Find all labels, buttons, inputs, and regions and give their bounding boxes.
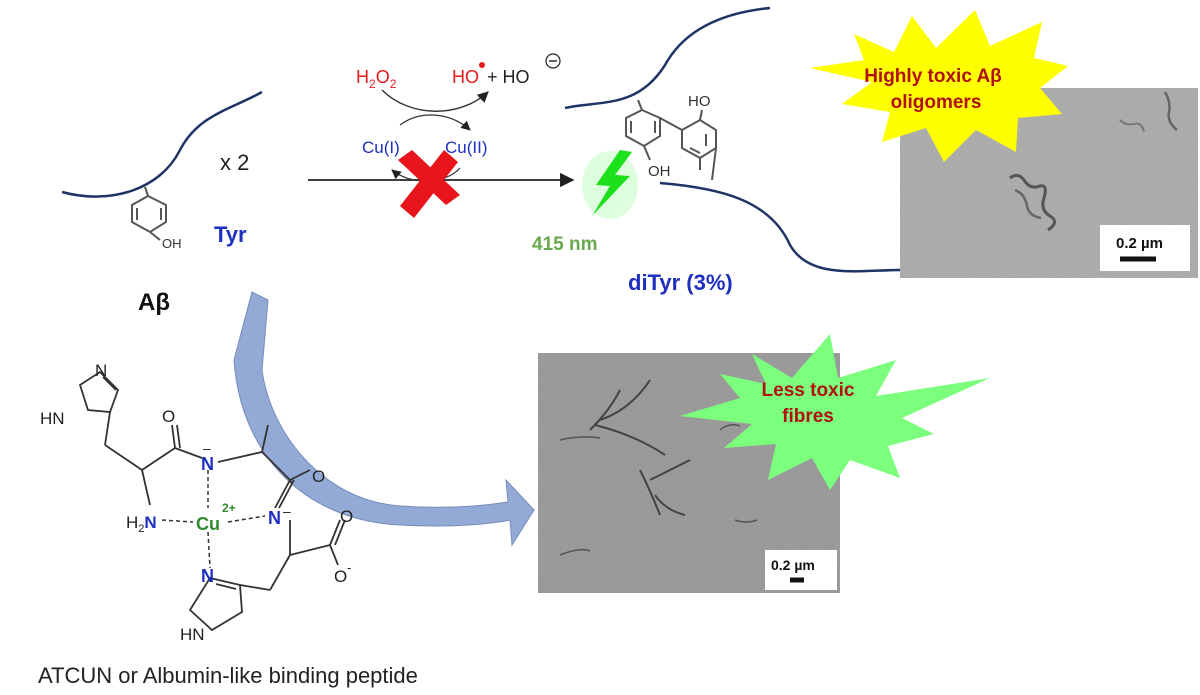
scale-label-1: 0.2 µm (1116, 235, 1163, 252)
peptide-backbone-3 (659, 181, 901, 273)
less-toxic-fibres-burst: Less toxic fibres (680, 334, 990, 490)
dityr-oh-label: OH (648, 163, 671, 180)
tyrosine-ring (131, 186, 167, 241)
complex-n-minus1-charge: – (203, 440, 211, 456)
toxic-oligomers-burst: Highly toxic Aβ oligomers (810, 10, 1068, 162)
wavelength-label: 415 nm (532, 234, 597, 255)
caption: ATCUN or Albumin-like binding peptide (38, 663, 418, 688)
complex-n-minus2: N (268, 508, 281, 528)
complex-hn2: HN (180, 625, 205, 644)
hydroxide-label: + HO (487, 67, 530, 87)
tyr-label: Tyr (214, 222, 247, 247)
curved-blue-arrow (233, 291, 535, 547)
complex-o3: O (340, 507, 353, 526)
abeta-label: Aβ (138, 289, 170, 316)
complex-n-minus1: N (201, 454, 214, 474)
dityr-label: diTyr (3%) (628, 270, 733, 295)
tem-image-oligomers: 0.2 µm (900, 88, 1198, 278)
cu1-label: Cu(I) (362, 138, 400, 157)
cu2-label: Cu(II) (445, 138, 488, 157)
coordination-bonds (161, 470, 266, 569)
complex-hn1: HN (40, 409, 65, 428)
complex-n1: N (95, 361, 107, 380)
fluorescence-lightning-icon (582, 150, 638, 219)
peptide-backbone-1 (61, 90, 263, 198)
radical-dot (479, 62, 485, 68)
complex-cu-charge: 2+ (222, 501, 236, 515)
cycle-arrow-mid (399, 114, 471, 131)
h2o2-label: H2O2 (356, 67, 397, 91)
peptide-backbone-2 (564, 6, 771, 110)
toxic-burst-line1: Highly toxic Aβ (864, 66, 1002, 87)
cycle-arrow-top (381, 89, 489, 112)
complex-n-minus2-charge: – (283, 503, 291, 519)
scale-label-2: 0.2 µm (771, 557, 815, 573)
toxic-burst-line2: oligomers (891, 92, 982, 113)
complex-o1: O (162, 407, 175, 426)
complex-o-minus: O (334, 567, 347, 586)
multiplier-label: x 2 (220, 150, 249, 175)
dityr-ho-label: HO (688, 93, 711, 110)
less-burst-line1: Less toxic (762, 380, 855, 401)
blocked-cross-icon (398, 150, 460, 218)
hydroxyl-radical-label: HO (452, 67, 479, 87)
tyr-oh-label: OH (162, 236, 182, 251)
atcun-complex-bonds (78, 370, 346, 632)
less-burst-line2: fibres (782, 406, 834, 427)
negative-charge-icon (545, 53, 561, 69)
complex-cu: Cu (196, 514, 220, 534)
complex-h2n: H2N (126, 513, 157, 535)
complex-o-minus-sign: - (347, 560, 351, 575)
complex-o2: O (312, 467, 325, 486)
dityrosine-structure (625, 99, 717, 181)
complex-n3: N (201, 566, 214, 586)
